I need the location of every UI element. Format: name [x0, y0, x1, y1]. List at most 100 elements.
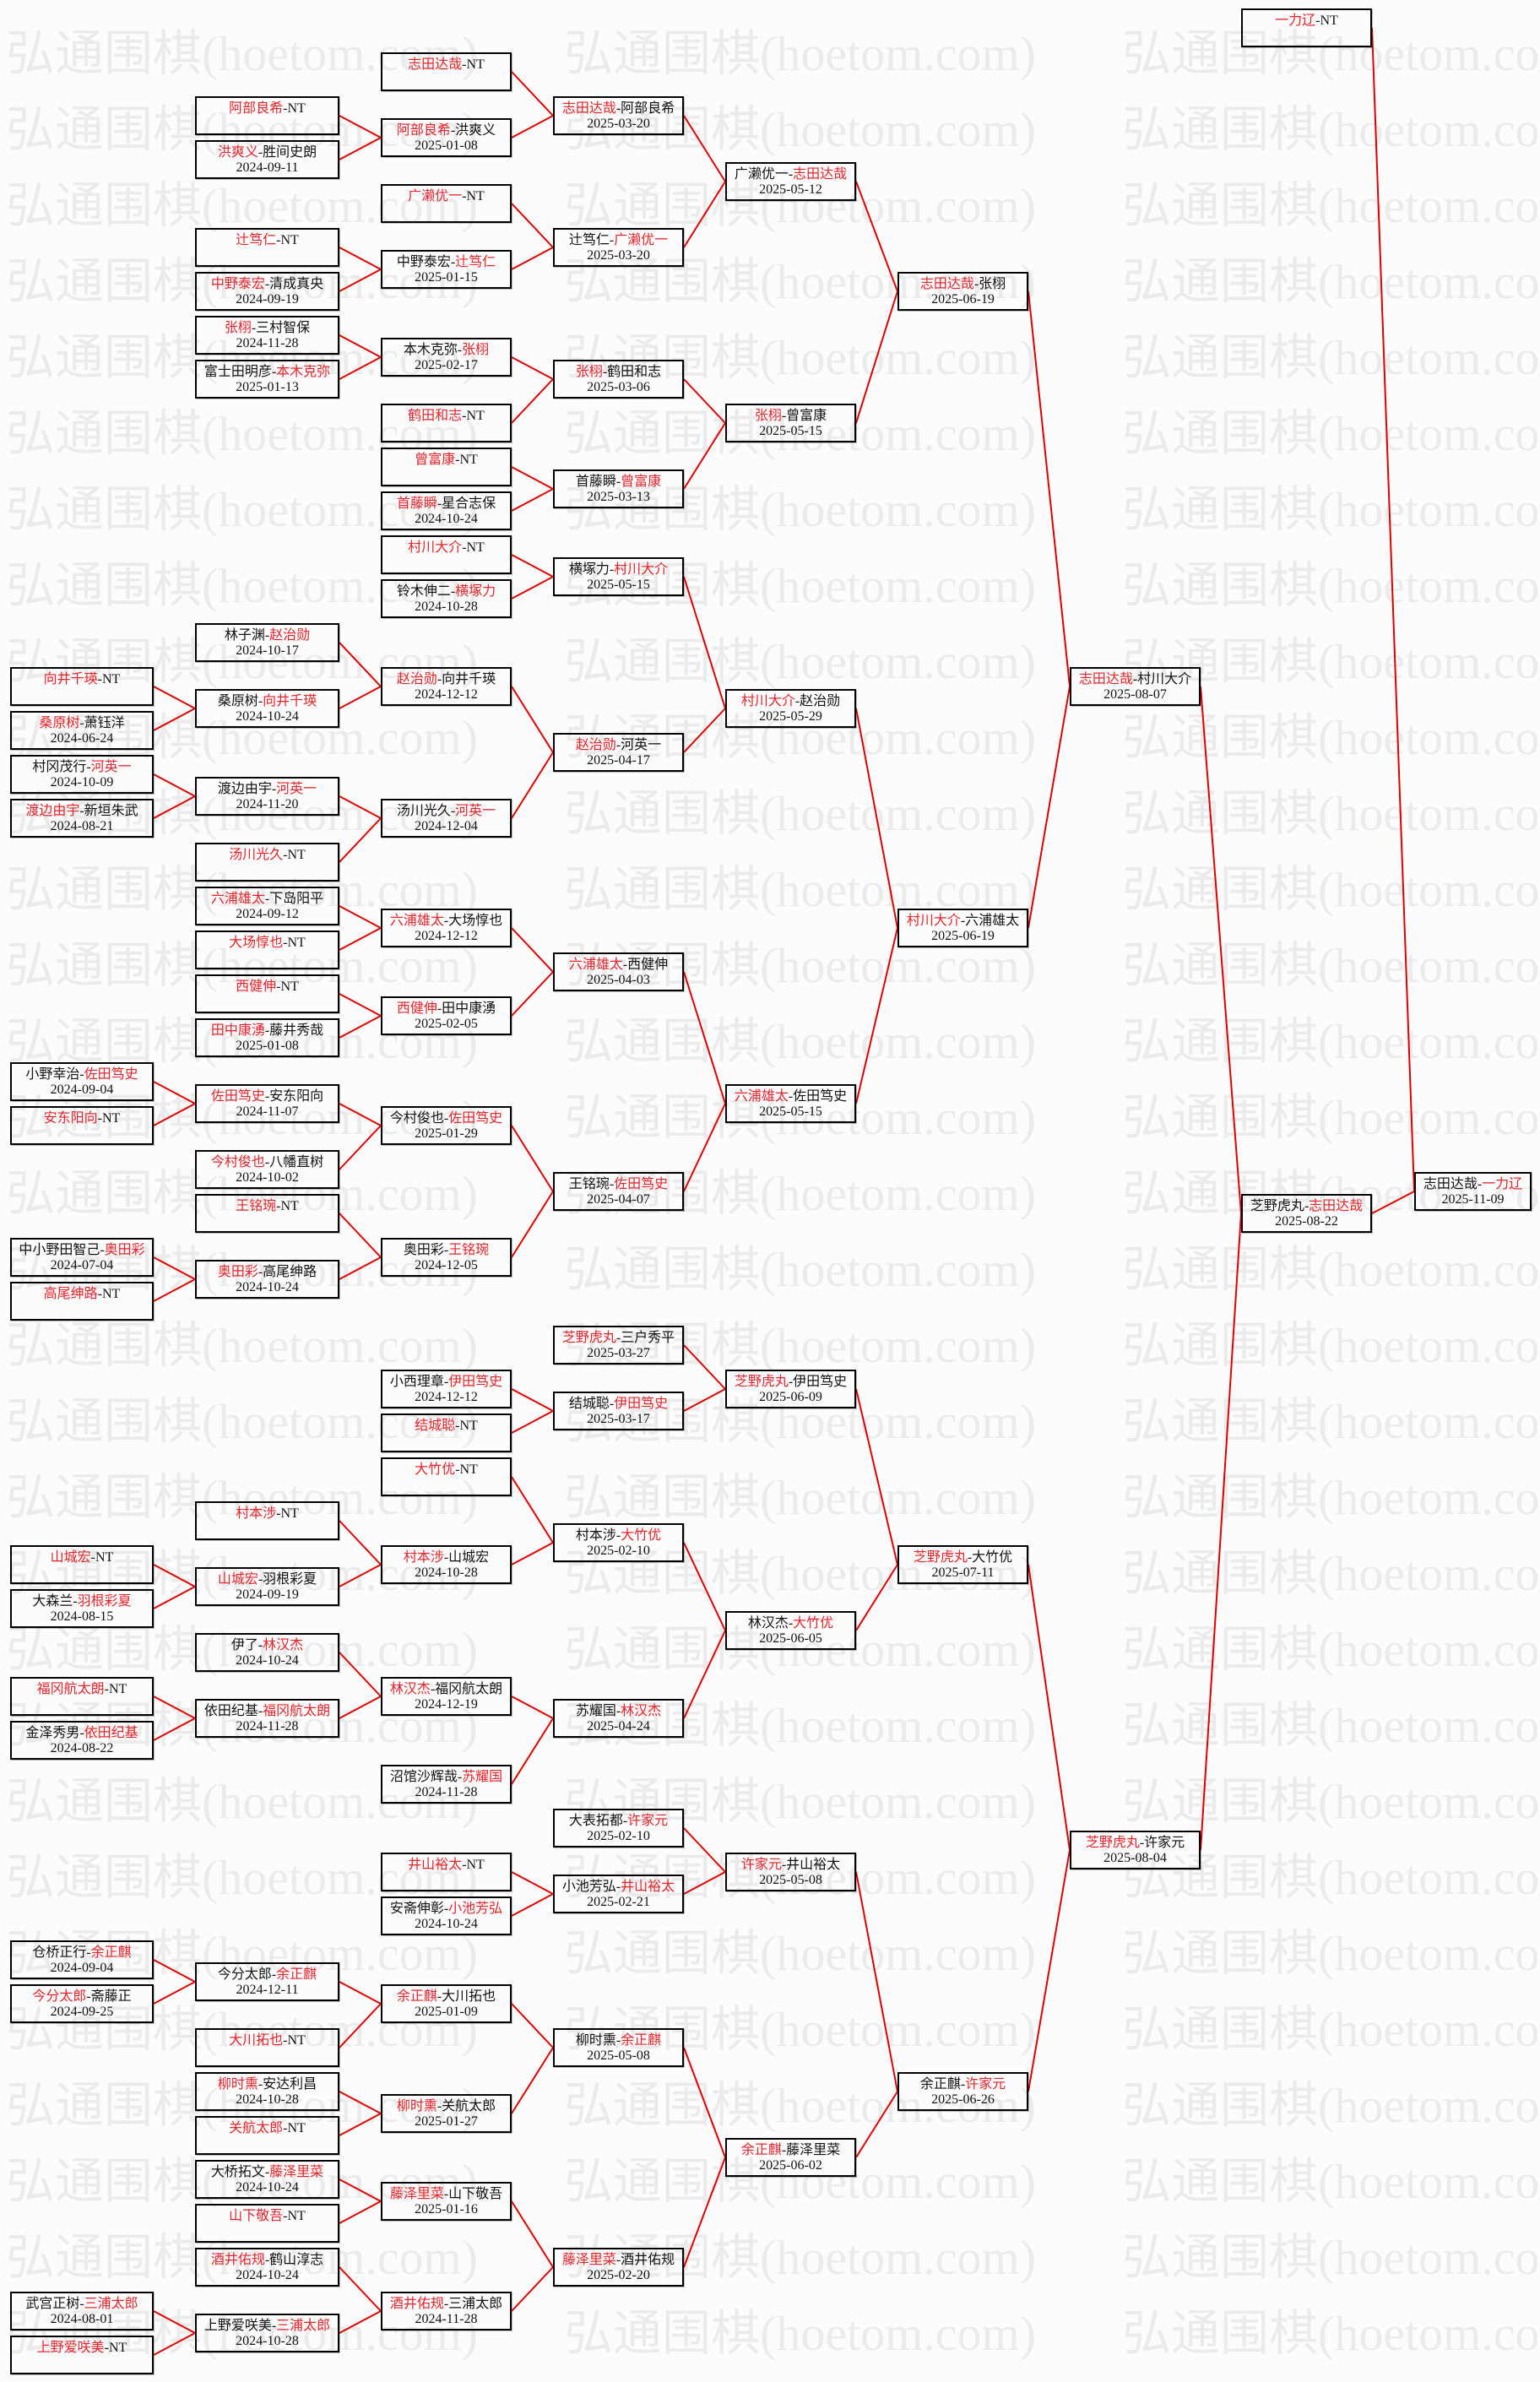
bracket-connector-line — [511, 1410, 554, 1434]
separator: - — [443, 1111, 449, 1126]
bracket-connector-line — [339, 686, 382, 709]
winner-name: 佐田笃史 — [448, 1111, 503, 1126]
match-players: 渡边由宇-河英一 — [197, 782, 338, 797]
match-players: 高尾绅路-NT — [12, 1287, 152, 1302]
winner-name: 阿部良希 — [229, 101, 284, 116]
player-name: 西健伸 — [627, 958, 669, 972]
player-name: 胜间史朗 — [263, 145, 317, 160]
match-players: 小池芳弘-井山裕太 — [555, 1880, 682, 1895]
match-date: 2024-07-04 — [50, 1258, 114, 1272]
bracket-connector-line — [511, 2047, 554, 2114]
match-date: 2024-09-19 — [236, 1587, 299, 1602]
match-box: 向井千瑛-NT — [10, 667, 154, 706]
separator: - — [258, 1572, 263, 1587]
match-players: 大森兰-羽根彩夏 — [12, 1594, 152, 1609]
match-date: 2025-02-17 — [415, 358, 478, 372]
player-name: 村本涉 — [575, 1528, 616, 1543]
separator: - — [609, 233, 615, 247]
separator: - — [450, 804, 456, 818]
separator: - — [1477, 1177, 1483, 1191]
winner-name: 高尾绅路 — [43, 1287, 98, 1301]
player-name: 余正麒 — [919, 2077, 961, 2092]
match-date: 2024-06-24 — [50, 731, 114, 746]
match-players: 洪爽义-胜间史朗 — [197, 145, 338, 160]
match-date: 2024-10-09 — [50, 775, 114, 789]
match-players: 佐田笃史-安东阳向 — [197, 1089, 338, 1104]
bracket-connector-line — [153, 1103, 196, 1126]
bracket-connector-line — [339, 1564, 382, 1587]
match-players: 大桥拓文-藤泽里菜 — [197, 2165, 338, 2180]
match-players: 奥田彩-高尾绅路 — [197, 1265, 338, 1280]
bracket-connector-line — [683, 1103, 726, 1192]
bracket-connector-line — [153, 1278, 196, 1302]
match-players: 六浦雄太-下岛阳平 — [197, 892, 338, 907]
match-players: 山下敬吾-NT — [197, 2209, 338, 2224]
separator: - — [276, 1506, 281, 1521]
separator: - — [283, 936, 288, 950]
winner-name: 村本涉 — [403, 1550, 444, 1565]
match-date: 2024-09-12 — [236, 907, 299, 921]
bracket-connector-line — [683, 181, 726, 248]
winner-name: 志田达哉 — [561, 101, 616, 116]
match-box: 王铭琬-NT — [195, 1194, 339, 1233]
separator: - — [430, 1682, 436, 1696]
bracket-connector-line — [339, 269, 382, 292]
separator: - — [1304, 1199, 1310, 1213]
winner-name: 桑原树 — [39, 716, 80, 730]
match-date: 2024-12-12 — [415, 929, 478, 943]
match-date: 2025-04-07 — [587, 1192, 650, 1207]
match-players: 村川大介-赵治勋 — [727, 694, 854, 709]
match-players: 向井千瑛-NT — [12, 672, 152, 687]
match-players: 结城聪-伊田笃史 — [555, 1397, 682, 1412]
player-name: 王铭琬 — [568, 1177, 610, 1191]
separator: - — [609, 1177, 615, 1191]
match-players: 王铭琬-NT — [197, 1199, 338, 1214]
separator: - — [462, 1858, 467, 1872]
bracket-connector-line — [511, 971, 554, 1017]
separator: - — [104, 2341, 109, 2355]
bracket-connector-line — [1028, 1564, 1071, 1851]
winner-name: 辻笃仁 — [455, 255, 496, 269]
match-date — [197, 2224, 338, 2239]
bracket-connector-line — [339, 1103, 382, 1126]
match-box: 福冈航太朗-NT — [10, 1677, 154, 1716]
match-box: 阿部良希-NT — [195, 96, 339, 135]
separator: - — [602, 365, 608, 379]
bracket-connector-line — [339, 2310, 382, 2334]
match-date: 2024-10-02 — [236, 1170, 299, 1185]
match-players: 中小野田智己-奥田彩 — [12, 1243, 152, 1258]
separator: - — [90, 1550, 95, 1565]
match-players: 藤泽里菜-山下敬吾 — [382, 2187, 510, 2202]
winner-name: 张栩 — [224, 321, 252, 335]
match-date: 2025-02-21 — [587, 1895, 650, 1909]
match-players: 村川大介-NT — [382, 540, 510, 556]
bracket-connector-line — [511, 203, 554, 248]
match-players: 六浦雄太-西健伸 — [555, 958, 682, 973]
bracket-connector-line — [153, 2332, 196, 2356]
match-date — [382, 556, 510, 571]
separator: - — [455, 453, 460, 467]
winner-name: 藤泽里菜 — [389, 2187, 444, 2201]
winner-name: 关航太郎 — [229, 2121, 284, 2135]
match-players: 辻笃仁-广濑优一 — [555, 233, 682, 248]
match-date: 2024-10-28 — [415, 1565, 478, 1580]
bracket-connector-line — [511, 686, 554, 753]
match-players: 王铭琬-佐田笃史 — [555, 1177, 682, 1192]
winner-name: 上野爱咲美 — [36, 2341, 105, 2355]
player-name: 小野幸治 — [25, 1067, 80, 1082]
separator: - — [79, 2297, 84, 2311]
winner-name: 渡边由宇 — [25, 804, 80, 818]
player-name: NT — [280, 979, 299, 994]
player-name: 鹤田和志 — [607, 365, 662, 379]
bracket-connector-line — [855, 1871, 898, 2092]
bracket-connector-line — [153, 708, 196, 731]
bracket-connector-line — [339, 905, 382, 929]
match-date: 2025-01-16 — [415, 2202, 478, 2217]
player-name: 新垣朱武 — [84, 804, 138, 818]
